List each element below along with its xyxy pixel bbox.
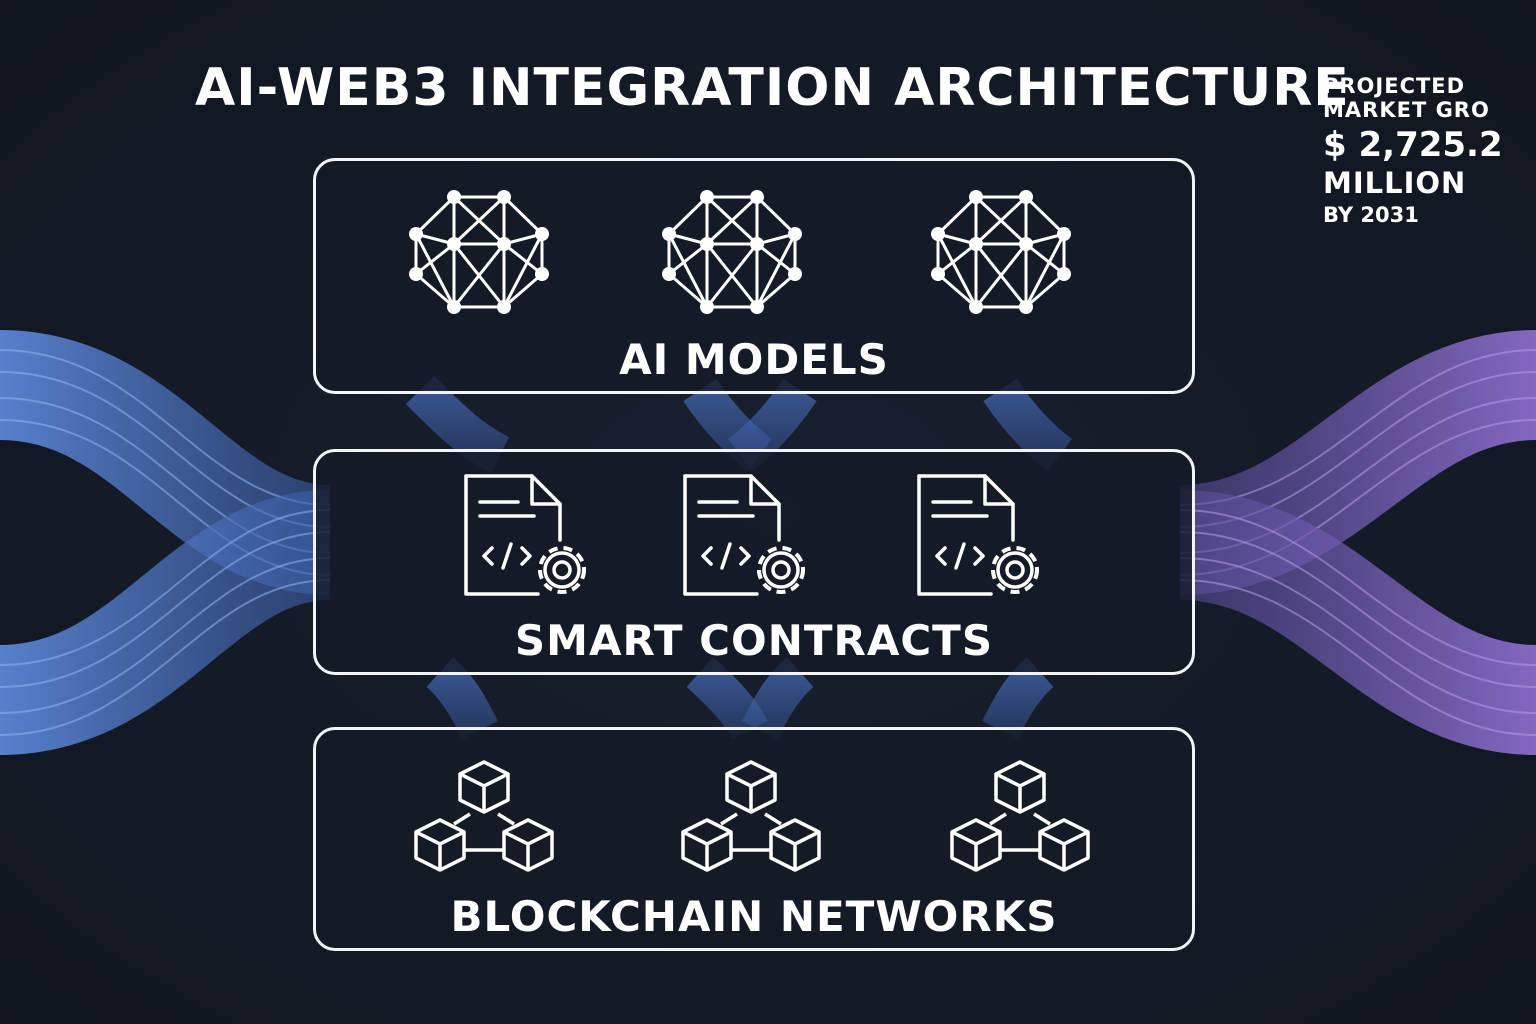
ai-models-icons bbox=[316, 189, 1192, 319]
connected-cubes-icon bbox=[414, 760, 554, 872]
neural-network-icon bbox=[931, 190, 1071, 314]
stat-line-3: MILLION bbox=[1323, 166, 1467, 201]
layer-label: SMART CONTRACTS bbox=[514, 616, 994, 665]
code-document-gear-icon bbox=[683, 474, 805, 596]
layer-label: AI MODELS bbox=[619, 335, 889, 384]
blockchain-icons bbox=[316, 758, 1192, 888]
layer-smart-contracts: SMART CONTRACTS bbox=[313, 449, 1195, 675]
connected-cubes-icon bbox=[681, 760, 821, 872]
stat-line-4: BY 2031 bbox=[1323, 202, 1419, 227]
market-stat: PROJECTED MARKET GRO $ 2,725.2 MILLION B… bbox=[1323, 74, 1523, 227]
layer-blockchain-networks: BLOCKCHAIN NETWORKS bbox=[313, 727, 1195, 951]
code-document-gear-icon bbox=[464, 474, 586, 596]
left-flow-lower bbox=[0, 490, 333, 755]
stat-line-2: MARKET GRO bbox=[1323, 98, 1490, 123]
neural-network-icon bbox=[662, 190, 802, 314]
page-title: AI-WEB3 INTEGRATION ARCHITECTURE bbox=[195, 58, 1350, 118]
right-flow-lower bbox=[1177, 490, 1536, 755]
code-document-gear-icon bbox=[917, 474, 1039, 596]
layer-label: BLOCKCHAIN NETWORKS bbox=[450, 892, 1058, 941]
connected-cubes-icon bbox=[950, 760, 1090, 872]
stat-line-1: PROJECTED bbox=[1323, 74, 1466, 98]
neural-network-icon bbox=[409, 190, 549, 314]
smart-contracts-icons bbox=[316, 470, 1192, 600]
layer-ai-models: AI MODELS bbox=[313, 158, 1195, 394]
stat-value: $ 2,725.2 bbox=[1323, 125, 1503, 166]
